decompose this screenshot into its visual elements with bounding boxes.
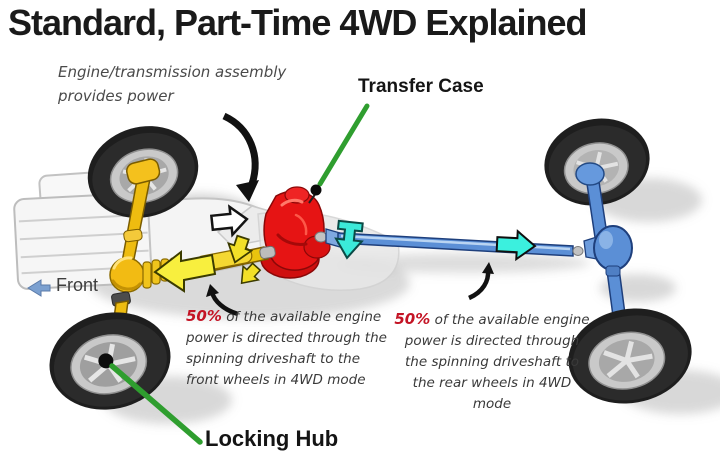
rear-wheel-bottom	[568, 308, 692, 404]
front-flow-arrow-icon	[153, 249, 217, 293]
rear-flow-arrow-icon	[495, 229, 537, 262]
rear-power-text: of the available engine power is directe…	[404, 312, 590, 413]
front-power-note: 50% of the available engine power is dir…	[186, 305, 388, 391]
transfer-case-label: Transfer Case	[358, 76, 484, 97]
transfer-case-pointer-line	[317, 103, 370, 187]
front-power-percent: 50%	[186, 307, 222, 325]
engine-rotation-arrow-icon	[222, 112, 259, 202]
front-hub-top	[126, 158, 161, 185]
rear-hub-top	[575, 162, 605, 186]
front-label: Front	[56, 275, 99, 295]
locking-hub-label: Locking Hub	[205, 426, 339, 451]
rear-power-percent: 50%	[394, 310, 431, 328]
rear-power-note: 50% of the available engine power is dir…	[394, 308, 590, 415]
rear-shaft-rotation-arrow-icon	[468, 262, 494, 301]
transfer-case	[260, 186, 331, 279]
power-input-arrow-icon	[209, 204, 249, 238]
front-power-text: of the available engine power is directe…	[186, 309, 387, 389]
locking-hub-pointer-line	[109, 363, 203, 445]
engine-note: Engine/transmission assembly provides po…	[58, 63, 287, 105]
front-flow-arrow-small2-icon	[240, 262, 262, 285]
transfer-flow-arrow-icon	[334, 219, 364, 260]
transfer-case-marker-dot	[310, 184, 322, 196]
locking-hub	[98, 353, 114, 369]
front-shaft-rotation-arrow-icon	[206, 284, 239, 317]
front-flow-arrow-small-icon	[227, 234, 254, 264]
page-title: Standard, Part-Time 4WD Explained	[8, 2, 587, 43]
front-direction-arrow-icon	[27, 279, 51, 297]
rear-differential	[593, 225, 633, 271]
